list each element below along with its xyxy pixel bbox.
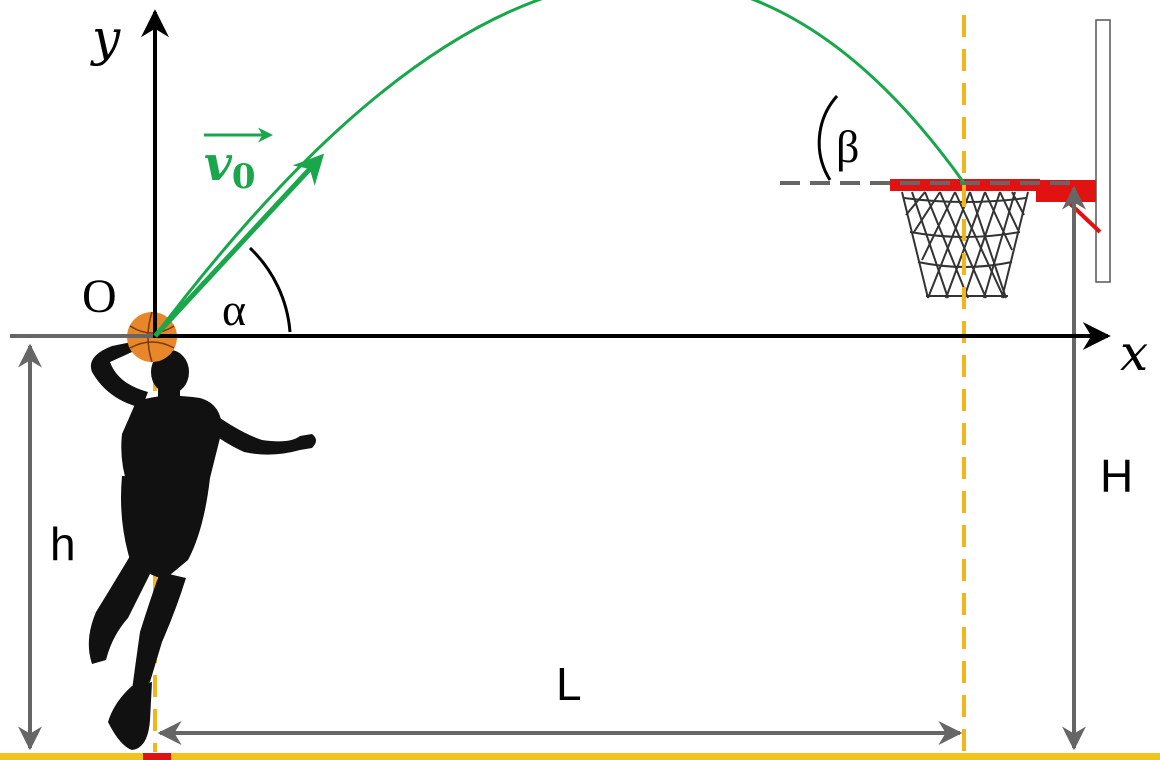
basketball-player-silhouette (88, 342, 316, 750)
velocity-label: v0 (204, 136, 256, 197)
floor-line (0, 753, 1160, 760)
alpha-arc (248, 246, 292, 333)
beta-label: β (836, 121, 859, 172)
velocity-symbol: v (204, 136, 233, 192)
velocity-subscript: 0 (232, 157, 256, 197)
player-foot-marker (143, 753, 171, 760)
H-label: H (1100, 450, 1133, 502)
velocity-vector (153, 153, 325, 338)
x-axis-label: x (1120, 324, 1148, 382)
y-axis-label: y (90, 9, 121, 67)
basketball-hoop-icon (890, 19, 1111, 299)
trajectory-curve (153, 0, 966, 337)
alpha-label: α (222, 284, 246, 335)
origin-label: O (82, 270, 117, 323)
L-label: L (556, 658, 582, 710)
backboard (1095, 19, 1111, 283)
h-label: h (50, 518, 76, 570)
beta-arc (817, 95, 839, 181)
net (901, 191, 1029, 299)
